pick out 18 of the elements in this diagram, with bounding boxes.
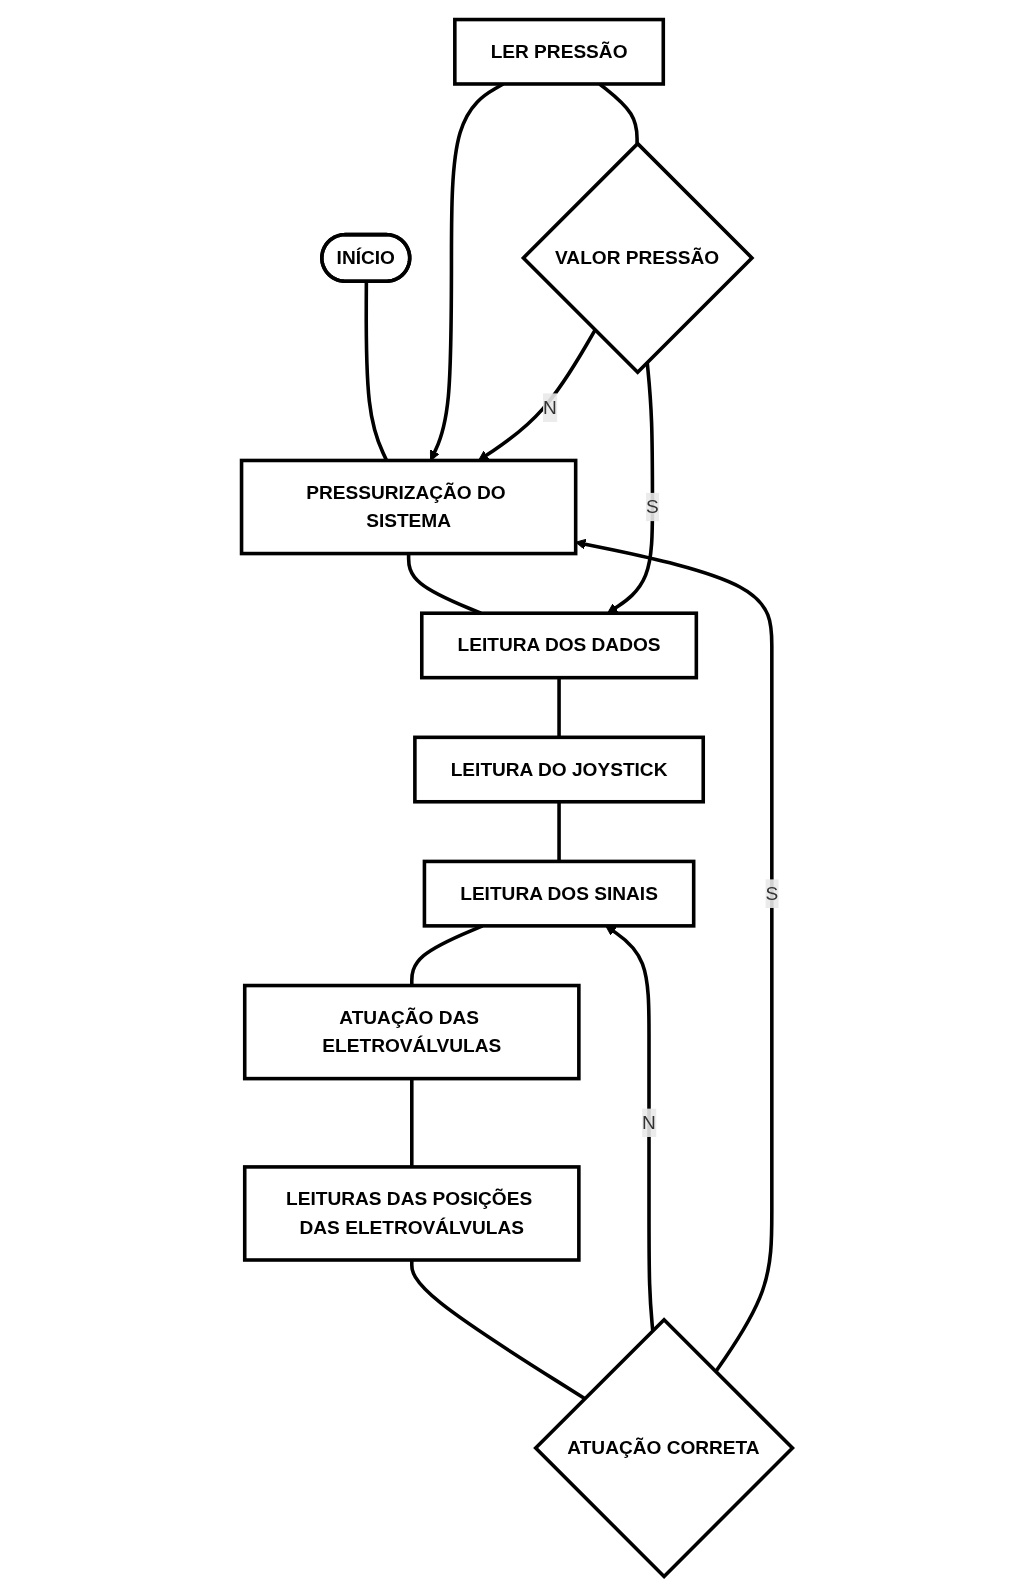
- node-box: ATUAÇÃO DAS ELETROVÁLVULAS: [242, 983, 581, 1081]
- node-box: LER PRESSÃO: [452, 17, 665, 86]
- edge-label: S: [645, 496, 659, 517]
- edge-label: N: [641, 1112, 656, 1133]
- node-box: LEITURAS DAS POSIÇÕES DAS ELETROVÁLVULAS: [242, 1165, 581, 1262]
- node-box: LEITURA DOS SINAIS: [422, 859, 695, 928]
- node-diamond: VALOR PRESSÃO: [520, 141, 754, 375]
- connector: [556, 677, 561, 738]
- node-diamond: ATUAÇÃO CORRETA: [532, 1317, 795, 1579]
- node-box: PRESSURIZAÇÃO DO SISTEMA: [239, 458, 577, 556]
- connector: [409, 1078, 414, 1167]
- edge-label: N: [542, 396, 557, 418]
- node-box: LEITURA DOS DADOS: [419, 611, 698, 680]
- connector: [409, 1260, 586, 1400]
- edge-label: S: [764, 882, 778, 904]
- node-box: LEITURA DO JOYSTICK: [412, 735, 705, 804]
- connector: [556, 801, 561, 862]
- arrow: [477, 329, 597, 461]
